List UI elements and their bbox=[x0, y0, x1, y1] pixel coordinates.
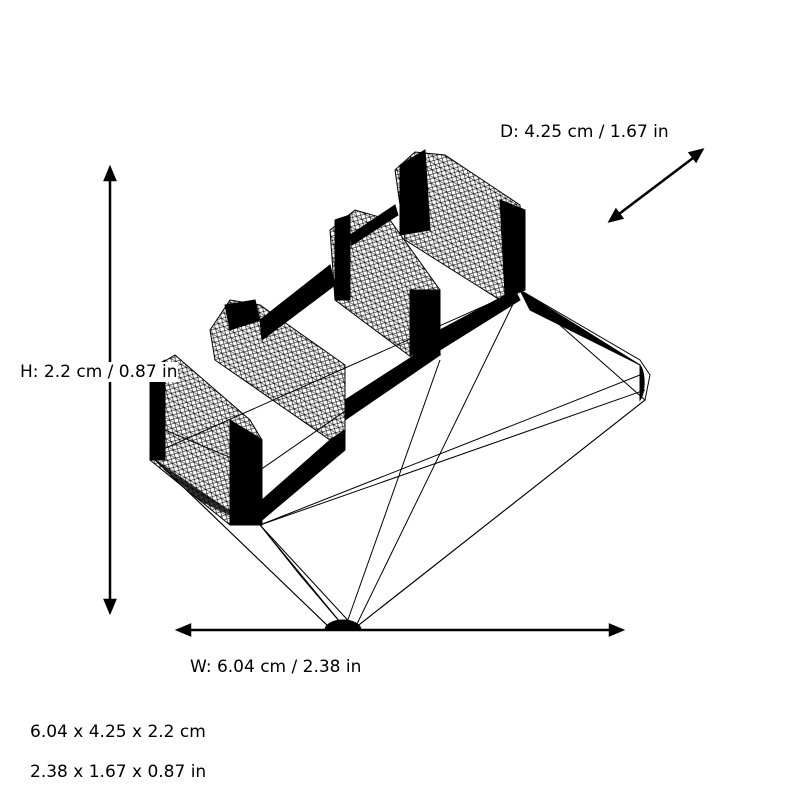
width-label: W: 6.04 cm / 2.38 in bbox=[190, 657, 362, 677]
height-arrow bbox=[103, 164, 117, 616]
depth-arrow bbox=[607, 148, 705, 223]
depth-label: D: 4.25 cm / 1.67 in bbox=[500, 122, 669, 142]
summary-in: 2.38 x 1.67 x 0.87 in bbox=[30, 762, 207, 782]
height-label: H: 2.2 cm / 0.87 in bbox=[20, 362, 178, 382]
model-blocks bbox=[149, 149, 526, 526]
summary-cm: 6.04 x 4.25 x 2.2 cm bbox=[30, 722, 206, 742]
width-arrow bbox=[174, 623, 626, 637]
